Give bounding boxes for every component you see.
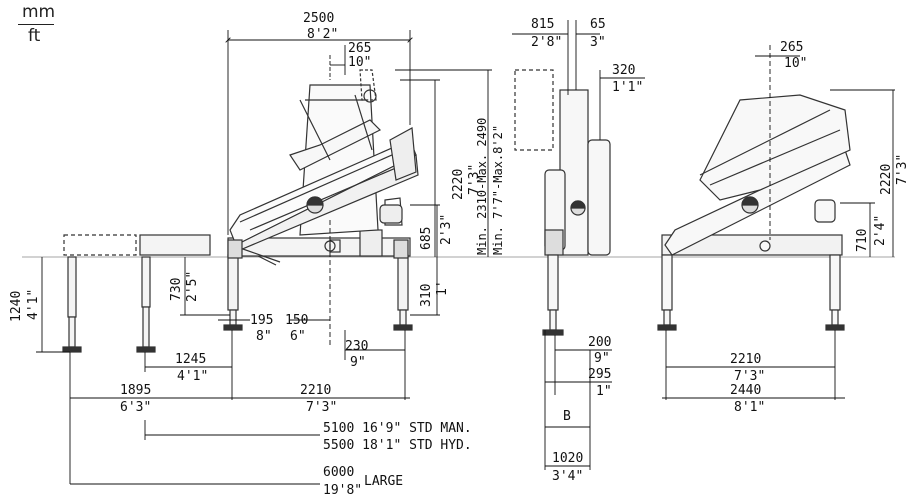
s-9in: 9" [594,351,610,366]
s-B: B [563,409,571,424]
dim-1895: 1895 [120,383,151,398]
s-3in: 3" [590,35,606,50]
unit-divider [18,24,54,25]
r-10in: 10" [784,56,807,71]
s-1020: 1020 [552,451,583,466]
dim-9in: 9" [350,355,366,370]
dim-195: 195 [250,313,273,328]
dim-4-1: 4'1" [26,289,41,320]
r-265: 265 [780,40,803,55]
dimension-lines [36,20,895,485]
r-2-4: 2'4" [873,215,888,246]
dim-4-1b: 4'1" [177,369,208,384]
dim-265: 265 [348,41,371,56]
s-320: 320 [612,63,635,78]
len-large: LARGE [364,474,403,489]
dim-2-5: 2'5" [185,271,200,302]
front-view-crane [514,69,611,336]
dim-range-mm: Min. 2310-Max. 2490 [475,118,489,255]
dim-230: 230 [345,339,368,354]
side-legs [223,239,413,331]
s-815: 815 [531,17,554,32]
dim-7-3b: 7'3" [306,400,337,415]
dim-2500: 2500 [303,11,334,26]
unit-ft: ft [28,26,41,46]
len-19-8: 19'8" [323,483,362,498]
dim-150: 150 [285,313,308,328]
s-2-8: 2'8" [531,35,562,50]
dim-2220: 2220 [451,169,466,200]
dim-1240: 1240 [9,291,24,322]
r-8-1: 8'1" [734,400,765,415]
s-65: 65 [590,17,606,32]
dim-7-3: 7'3" [467,164,482,195]
s-1-1: 1'1" [612,80,643,95]
extended-legs [62,234,211,353]
side-view-crane [227,69,419,266]
r-2210: 2210 [730,352,761,367]
len-5500: 5500 18'1" STD HYD. [323,438,472,453]
dim-6-3: 6'3" [120,400,151,415]
dim-8-2: 8'2" [307,27,338,42]
s-3-4: 3'4" [552,469,583,484]
s-295: 295 [588,367,611,382]
dim-310: 310 [419,284,434,307]
dim-730: 730 [169,278,184,301]
rear-view-crane [657,94,851,331]
r-2440: 2440 [730,383,761,398]
unit-mm: mm [22,2,56,22]
dim-10: 10" [348,55,371,70]
dim-range-ft: Min. 7'7"-Max.8'2" [491,125,505,255]
s-200: 200 [588,335,611,350]
dim-2210: 2210 [300,383,331,398]
r-7-3b: 7'3" [734,369,765,384]
r-710: 710 [855,229,870,252]
dim-685: 685 [419,227,434,250]
dim-6in: 6" [290,329,306,344]
dim-1245: 1245 [175,352,206,367]
s-1in: 1" [596,384,612,399]
dim-1ft: 1' [435,280,450,296]
dimension-labels: 2500 8'2" 265 10" 2220 7'3" 685 2'3" Min… [9,11,909,498]
dim-2-3: 2'3" [439,214,454,245]
len-6000: 6000 [323,465,354,480]
r-7-3: 7'3" [895,154,909,185]
dim-8in: 8" [256,329,272,344]
len-5100: 5100 16'9" STD MAN. [323,421,472,436]
r-2220: 2220 [879,164,894,195]
